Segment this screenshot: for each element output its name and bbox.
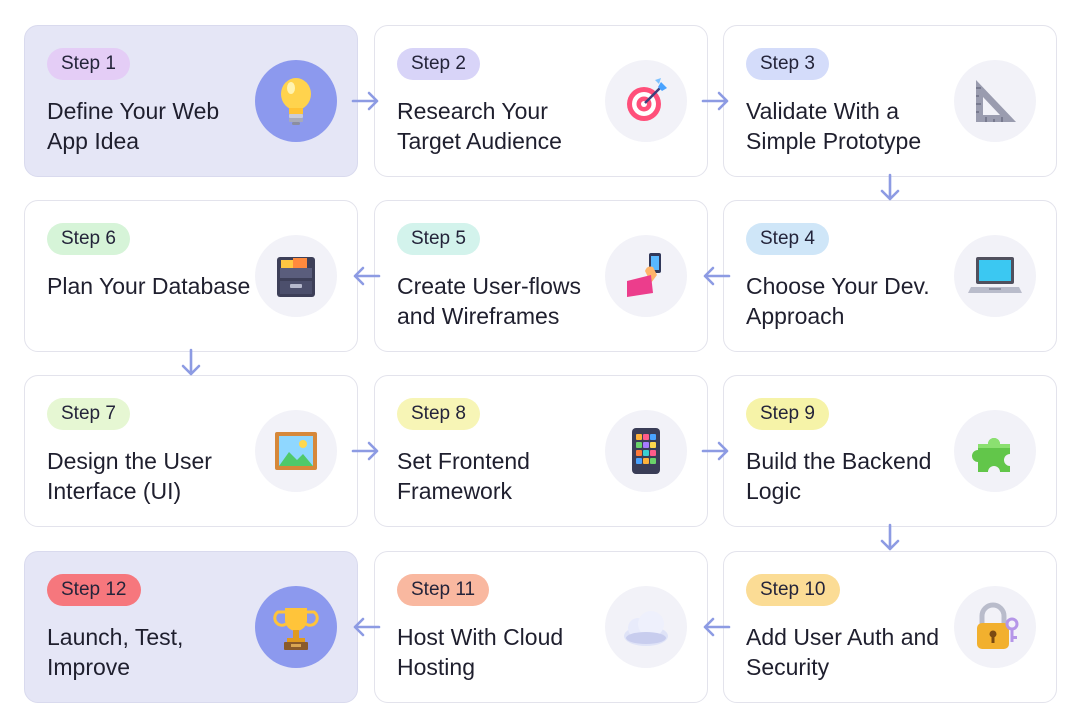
step-title: Research Your Target Audience xyxy=(397,98,562,154)
step-badge: Step 5 xyxy=(397,223,480,255)
step-title: Create User-flows and Wireframes xyxy=(397,273,582,329)
step-badge: Step 11 xyxy=(397,574,490,606)
step-title: Build the Backend Logic xyxy=(746,448,932,504)
step-card-12: Step 12 Launch, Test, Improve xyxy=(24,551,358,703)
step-card-1: Step 1 Define Your Web App Idea xyxy=(24,25,358,177)
arrow-left-icon xyxy=(699,610,733,644)
step-badge: Step 2 xyxy=(397,48,480,80)
step-card-9: Step 9 Build the Backend Logic xyxy=(723,375,1057,527)
cloud-icon xyxy=(605,586,687,668)
step-card-6: Step 6 Plan Your Database xyxy=(24,200,358,352)
hand-phone-icon xyxy=(605,235,687,317)
arrow-right-icon xyxy=(699,434,733,468)
step-title: Validate With a Simple Prototype xyxy=(746,98,922,154)
arrow-left-icon xyxy=(699,259,733,293)
app-grid-icon xyxy=(605,410,687,492)
step-title: Host With Cloud Hosting xyxy=(397,624,564,680)
step-title: Add User Auth and Security xyxy=(746,624,940,680)
step-card-7: Step 7 Design the User Interface (UI) xyxy=(24,375,358,527)
arrow-down-icon xyxy=(873,521,907,555)
step-card-8: Step 8 Set Frontend Framework xyxy=(374,375,708,527)
puzzle-piece-icon xyxy=(954,410,1036,492)
arrow-down-icon xyxy=(174,346,208,380)
step-title: Launch, Test, Improve xyxy=(47,624,184,680)
step-card-11: Step 11 Host With Cloud Hosting xyxy=(374,551,708,703)
arrow-left-icon xyxy=(349,610,383,644)
step-card-2: Step 2 Research Your Target Audience xyxy=(374,25,708,177)
step-title: Design the User Interface (UI) xyxy=(47,448,212,504)
step-title: Choose Your Dev. Approach xyxy=(746,273,930,329)
file-cabinet-icon xyxy=(255,235,337,317)
step-badge: Step 12 xyxy=(47,574,141,606)
step-card-5: Step 5 Create User-flows and Wireframes xyxy=(374,200,708,352)
arrow-right-icon xyxy=(349,84,383,118)
step-badge: Step 4 xyxy=(746,223,829,255)
target-icon xyxy=(605,60,687,142)
step-title: Set Frontend Framework xyxy=(397,448,530,504)
framed-picture-icon xyxy=(255,410,337,492)
step-badge: Step 10 xyxy=(746,574,840,606)
step-badge: Step 6 xyxy=(47,223,130,255)
padlock-key-icon xyxy=(954,586,1036,668)
step-card-4: Step 4 Choose Your Dev. Approach xyxy=(723,200,1057,352)
trophy-icon xyxy=(255,586,337,668)
arrow-right-icon xyxy=(349,434,383,468)
arrow-down-icon xyxy=(873,171,907,205)
step-badge: Step 9 xyxy=(746,398,829,430)
triangle-ruler-icon xyxy=(954,60,1036,142)
lightbulb-icon xyxy=(255,60,337,142)
laptop-icon xyxy=(954,235,1036,317)
arrow-right-icon xyxy=(699,84,733,118)
arrow-left-icon xyxy=(349,259,383,293)
step-title: Plan Your Database xyxy=(47,273,251,299)
step-badge: Step 1 xyxy=(47,48,130,80)
step-card-10: Step 10 Add User Auth and Security xyxy=(723,551,1057,703)
step-title: Define Your Web App Idea xyxy=(47,98,220,154)
step-badge: Step 8 xyxy=(397,398,480,430)
step-badge: Step 7 xyxy=(47,398,130,430)
step-card-3: Step 3 Validate With a Simple Prototype xyxy=(723,25,1057,177)
step-badge: Step 3 xyxy=(746,48,829,80)
